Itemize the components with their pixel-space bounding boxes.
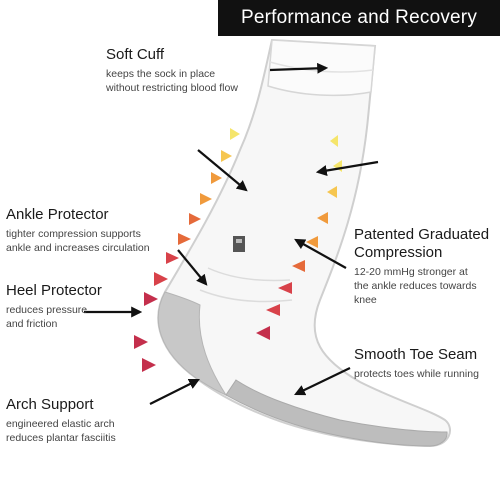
toe-seam-callout: Smooth Toe Seam protects toes while runn… <box>354 346 479 381</box>
ankle-protector-desc-line1: tighter compression supports <box>6 228 141 240</box>
graduated-compression-arrow-lower <box>294 238 347 269</box>
arch-support-title: Arch Support <box>6 396 94 413</box>
heel-protector-title: Heel Protector <box>6 282 102 299</box>
graduated-compression-desc-line2: the ankle reduces towards <box>354 280 477 292</box>
toe-seam-arrow <box>294 367 351 396</box>
heel-protector-callout: Heel Protector reduces pressure and fric… <box>6 282 102 331</box>
arch-support-desc-line1: engineered elastic arch <box>6 418 115 430</box>
brand-logo-patch <box>233 236 245 252</box>
ankle-protector-arrow <box>197 149 248 192</box>
arch-support-desc-line2: reduces plantar fasciitis <box>6 432 116 444</box>
page-title-banner: Performance and Recovery <box>218 0 500 36</box>
soft-cuff-desc-line1: keeps the sock in place <box>106 68 216 80</box>
heel-protector-desc-line1: reduces pressure <box>6 304 88 316</box>
heel-protector-desc-line2: and friction <box>6 318 58 330</box>
ankle-protector-desc-line2: ankle and increases circulation <box>6 242 150 254</box>
graduated-compression-desc-line3: knee <box>354 294 377 306</box>
arch-support-arrow <box>149 379 200 405</box>
toe-seam-desc-line1: protects toes while running <box>354 368 479 380</box>
compression-indicator-left <box>134 128 240 372</box>
page-title: Performance and Recovery <box>240 7 478 28</box>
graduated-compression-desc-line1: 12-20 mmHg stronger at <box>354 266 468 278</box>
ankle-lower-arrow <box>177 249 208 286</box>
toe-seam-title: Smooth Toe Seam <box>354 346 478 363</box>
graduated-compression-title-line2: Compression <box>354 244 443 261</box>
ankle-protector-callout: Ankle Protector tighter compression supp… <box>6 206 150 255</box>
soft-cuff-callout: Soft Cuff keeps the sock in place withou… <box>106 46 238 95</box>
arch-support-callout: Arch Support engineered elastic arch red… <box>6 396 116 445</box>
soft-cuff-desc-line2: without restricting blood flow <box>106 82 238 94</box>
graduated-compression-title-line1: Patented Graduated <box>354 226 490 243</box>
ankle-protector-title: Ankle Protector <box>6 206 109 223</box>
graduated-compression-arrow <box>315 160 379 176</box>
soft-cuff-title: Soft Cuff <box>106 46 165 63</box>
soft-cuff-arrow <box>269 62 329 74</box>
graduated-compression-callout: Patented Graduated Compression 12-20 mmH… <box>354 226 489 307</box>
